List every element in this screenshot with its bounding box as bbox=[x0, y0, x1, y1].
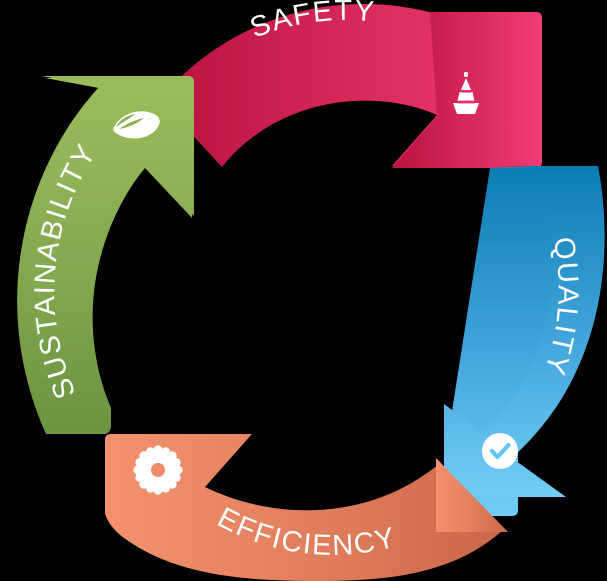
segment-quality[interactable]: QUALITY bbox=[444, 166, 605, 516]
segment-efficiency-body[interactable] bbox=[105, 434, 502, 581]
segment-quality-band bbox=[444, 166, 605, 497]
leaf-icon bbox=[113, 111, 160, 139]
segment-safety[interactable]: SAFETY bbox=[148, 0, 542, 172]
traffic-cone-icon bbox=[453, 72, 479, 114]
segment-efficiency-head bbox=[436, 458, 508, 532]
segment-efficiency[interactable]: EFFICIENCY bbox=[105, 424, 508, 581]
segment-sustainability[interactable]: SUSTAINABILITY bbox=[17, 76, 195, 434]
check-circle-icon bbox=[482, 433, 518, 469]
segment-sustainability-band bbox=[18, 76, 195, 432]
gear-icon bbox=[133, 445, 183, 495]
